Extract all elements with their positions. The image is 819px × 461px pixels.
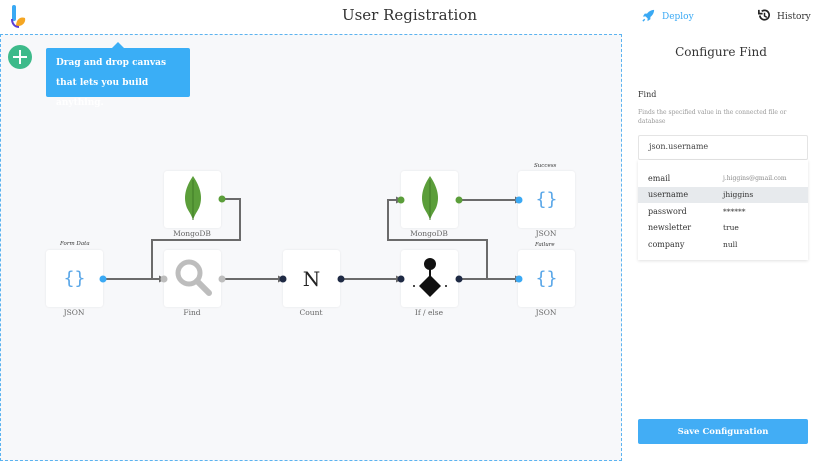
count-icon: N bbox=[302, 266, 321, 291]
node-tag-success: Success bbox=[534, 163, 557, 169]
mongodb-leaf-icon bbox=[418, 174, 442, 226]
node-json-success[interactable]: {} bbox=[518, 171, 575, 228]
node-label-if-else: If / else bbox=[414, 308, 444, 317]
node-label-mongodb-2: MongoDB bbox=[410, 229, 448, 238]
braces-icon: {} bbox=[535, 189, 558, 210]
add-node-button[interactable] bbox=[8, 45, 32, 69]
node-tag-form-data: Form Data bbox=[60, 241, 90, 247]
node-tag-failure: Failure bbox=[535, 242, 555, 248]
history-label: History bbox=[777, 12, 811, 22]
find-field-input[interactable]: json.username bbox=[638, 135, 808, 160]
node-label-json-input: JSON bbox=[63, 308, 85, 317]
if-else-icon bbox=[408, 255, 452, 303]
option-newsletter[interactable]: newsletter true bbox=[638, 220, 808, 237]
section-title: Find bbox=[638, 90, 657, 99]
node-if-else[interactable] bbox=[401, 250, 458, 307]
option-key: email bbox=[648, 173, 671, 183]
node-count[interactable]: N bbox=[283, 250, 340, 307]
deploy-label: Deploy bbox=[662, 12, 694, 22]
node-label-mongodb-1: MongoDB bbox=[173, 229, 211, 238]
option-key: newsletter bbox=[648, 223, 692, 233]
canvas-hint-tooltip: Drag and drop canvas that lets you build… bbox=[46, 42, 190, 108]
magnifier-icon bbox=[173, 257, 213, 301]
page-title: User Registration bbox=[341, 6, 478, 24]
workflow-canvas[interactable] bbox=[0, 34, 622, 461]
node-label-json-failure: JSON bbox=[535, 308, 557, 317]
braces-icon: {} bbox=[535, 268, 558, 289]
option-email[interactable]: email j.higgins@gmail.com bbox=[638, 170, 808, 187]
option-value: jhiggins bbox=[723, 190, 754, 200]
mongodb-leaf-icon bbox=[181, 174, 205, 226]
save-configuration-button[interactable]: Save Configuration bbox=[638, 419, 808, 444]
node-find[interactable] bbox=[164, 250, 221, 307]
rocket-icon bbox=[641, 8, 656, 26]
history-icon bbox=[757, 8, 772, 26]
panel-title: Configure Find bbox=[675, 45, 767, 59]
node-mongodb-1[interactable] bbox=[164, 171, 221, 228]
field-suggestions-dropdown: email j.higgins@gmail.com username jhigg… bbox=[638, 160, 808, 260]
option-value: true bbox=[723, 223, 739, 233]
option-key: company bbox=[648, 239, 685, 249]
node-json-input[interactable]: {} bbox=[46, 250, 103, 307]
node-mongodb-2[interactable] bbox=[401, 171, 458, 228]
option-company[interactable]: company null bbox=[638, 236, 808, 253]
option-value: null bbox=[723, 239, 738, 249]
option-key: password bbox=[648, 206, 687, 216]
node-label-count: Count bbox=[299, 308, 323, 317]
node-label-find: Find bbox=[183, 308, 201, 317]
option-password[interactable]: password ****** bbox=[638, 203, 808, 220]
option-key: username bbox=[648, 190, 689, 200]
node-json-failure[interactable]: {} bbox=[518, 250, 575, 307]
option-username[interactable]: username jhiggins bbox=[638, 186, 808, 203]
history-button[interactable]: History bbox=[757, 8, 811, 26]
section-description: Finds the specified value in the connect… bbox=[638, 109, 787, 125]
option-value: j.higgins@gmail.com bbox=[723, 174, 787, 182]
deploy-button[interactable]: Deploy bbox=[641, 8, 694, 26]
app-logo-icon[interactable] bbox=[11, 4, 27, 28]
config-panel: Configure Find Find Finds the specified … bbox=[623, 34, 819, 461]
app-header: User Registration Deploy History bbox=[0, 0, 819, 33]
braces-icon: {} bbox=[63, 268, 86, 289]
option-value: ****** bbox=[723, 206, 746, 216]
node-label-json-success: JSON bbox=[535, 229, 557, 238]
